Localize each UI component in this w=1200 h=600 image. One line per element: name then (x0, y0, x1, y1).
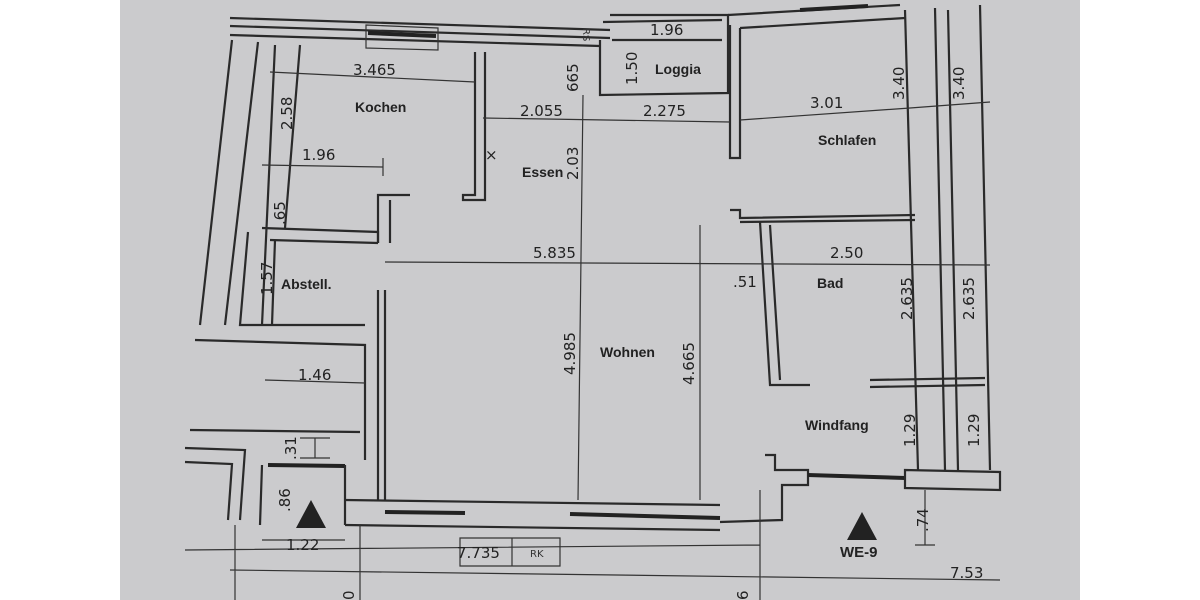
dim-essen-width: 2.055 (520, 102, 563, 120)
rs-mark-top: RS (580, 28, 591, 41)
dim-bottom-753: 7.53 (950, 564, 983, 582)
room-label-kochen: Kochen (355, 99, 406, 115)
unit-label: WE-9 (840, 544, 878, 561)
dim-loggia-width: 1.96 (650, 21, 683, 39)
dim-kochen-65: .65 (271, 201, 289, 225)
dim-kochen-inner: 1.96 (302, 146, 335, 164)
room-label-abstell: Abstell. (281, 276, 332, 292)
dim-stair-width: 1.46 (298, 366, 331, 384)
dim-wohnen-height: 4.985 (561, 332, 579, 375)
dim-schlafen-outer-height: 3.40 (950, 67, 968, 100)
walls (184, 3, 1002, 600)
dim-loggia-height: 1.50 (623, 52, 641, 85)
dim-wohnen-height2: 4.665 (680, 342, 698, 385)
dim-kochen-height: 2.58 (278, 97, 296, 130)
room-label-loggia: Loggia (655, 61, 701, 77)
dim-windfang-height: 1.29 (901, 414, 919, 447)
dim-essen-height: 2.03 (564, 147, 582, 180)
dim-schlafen-height: 3.40 (890, 67, 908, 100)
dimension-lines (261, 71, 991, 546)
dim-entry-74: .74 (914, 508, 932, 532)
room-label-schlafen: Schlafen (818, 132, 876, 148)
room-label-bad: Bad (817, 275, 843, 291)
room-label-essen: Essen (522, 164, 563, 180)
dim-bad-outer-height: 2.635 (960, 277, 978, 320)
dim-bottom-rk: RK (530, 549, 544, 560)
dim-bad-width: 2.50 (830, 244, 863, 262)
room-label-windfang: Windfang (805, 417, 869, 433)
dim-essen-665: 665 (564, 63, 582, 92)
dim-stair-86: .86 (276, 488, 294, 512)
x-mark: × (485, 146, 498, 164)
dim-bottom-0: 0 (340, 590, 358, 600)
dim-total-width: 5.835 (533, 244, 576, 262)
floor-plan-paper (120, 0, 1080, 600)
dim-bad-offset: .51 (733, 273, 757, 291)
dim-schlafen-width: 3.01 (810, 94, 843, 112)
dim-bottom-6: 6 (734, 590, 752, 600)
dim-stair-31: .31 (282, 436, 300, 460)
dim-bad-height: 2.635 (898, 277, 916, 320)
dim-abstell-height: 1.57 (258, 262, 276, 295)
dim-stair-122: 1.22 (286, 536, 319, 554)
dim-mid-width: 2.275 (643, 102, 686, 120)
unit-entrance-triangle-icon (847, 512, 877, 540)
dim-windfang-outer-height: 1.29 (965, 414, 983, 447)
dim-kochen-width: 3.465 (353, 61, 396, 79)
dim-bottom-7735: 7.735 (457, 544, 500, 562)
entrance-triangle-icon (296, 500, 326, 528)
room-label-wohnen: Wohnen (600, 344, 655, 360)
